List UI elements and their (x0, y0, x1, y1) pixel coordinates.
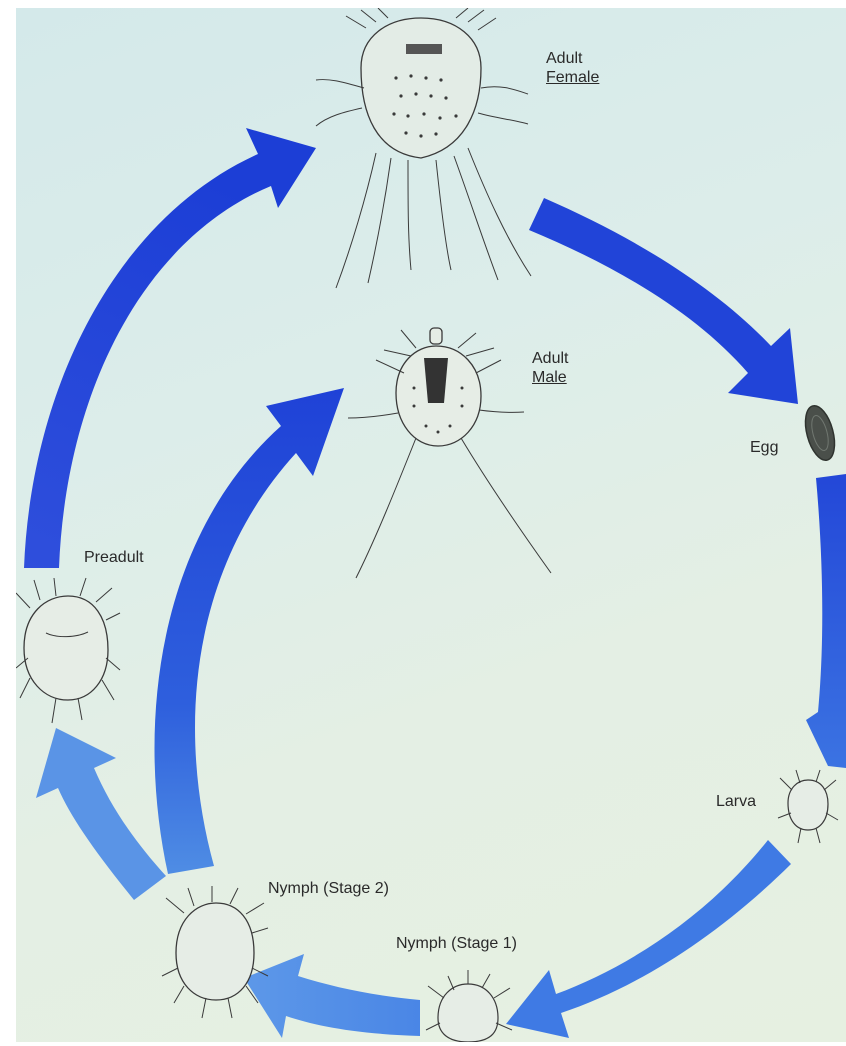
arrow-female-to-egg (529, 198, 798, 404)
nymph2-mite (162, 886, 268, 1018)
adult-male-mite (348, 328, 551, 578)
arrow-preadult-to-female (24, 128, 316, 568)
arrow-larva-to-nymph1 (506, 840, 791, 1038)
adult-female-label: Adult Female (546, 49, 599, 87)
arrow-egg-to-larva (806, 474, 846, 768)
life-cycle-diagram: Adult Female Adult Male Egg Larva Nymph … (16, 8, 846, 1042)
adult-female-label-line1: Adult (546, 49, 599, 68)
egg-drawing (800, 403, 840, 464)
nymph1-label: Nymph (Stage 1) (396, 934, 517, 953)
nymph2-label: Nymph (Stage 2) (268, 879, 389, 898)
nymph1-mite (426, 970, 512, 1042)
adult-male-label: Adult Male (532, 349, 568, 387)
arrow-nymph2-to-male (154, 388, 344, 874)
preadult-mite (16, 578, 120, 723)
larva-mite (778, 770, 838, 843)
preadult-label: Preadult (84, 548, 144, 567)
adult-male-label-line1: Adult (532, 349, 568, 368)
arrow-nymph1-to-nymph2 (244, 954, 420, 1038)
arrow-nymph2-to-preadult (36, 728, 166, 900)
adult-male-label-line2: Male (532, 368, 568, 387)
adult-female-label-line2: Female (546, 68, 599, 87)
adult-female-mite (316, 8, 531, 288)
larva-label: Larva (716, 792, 756, 811)
egg-label: Egg (750, 438, 778, 457)
